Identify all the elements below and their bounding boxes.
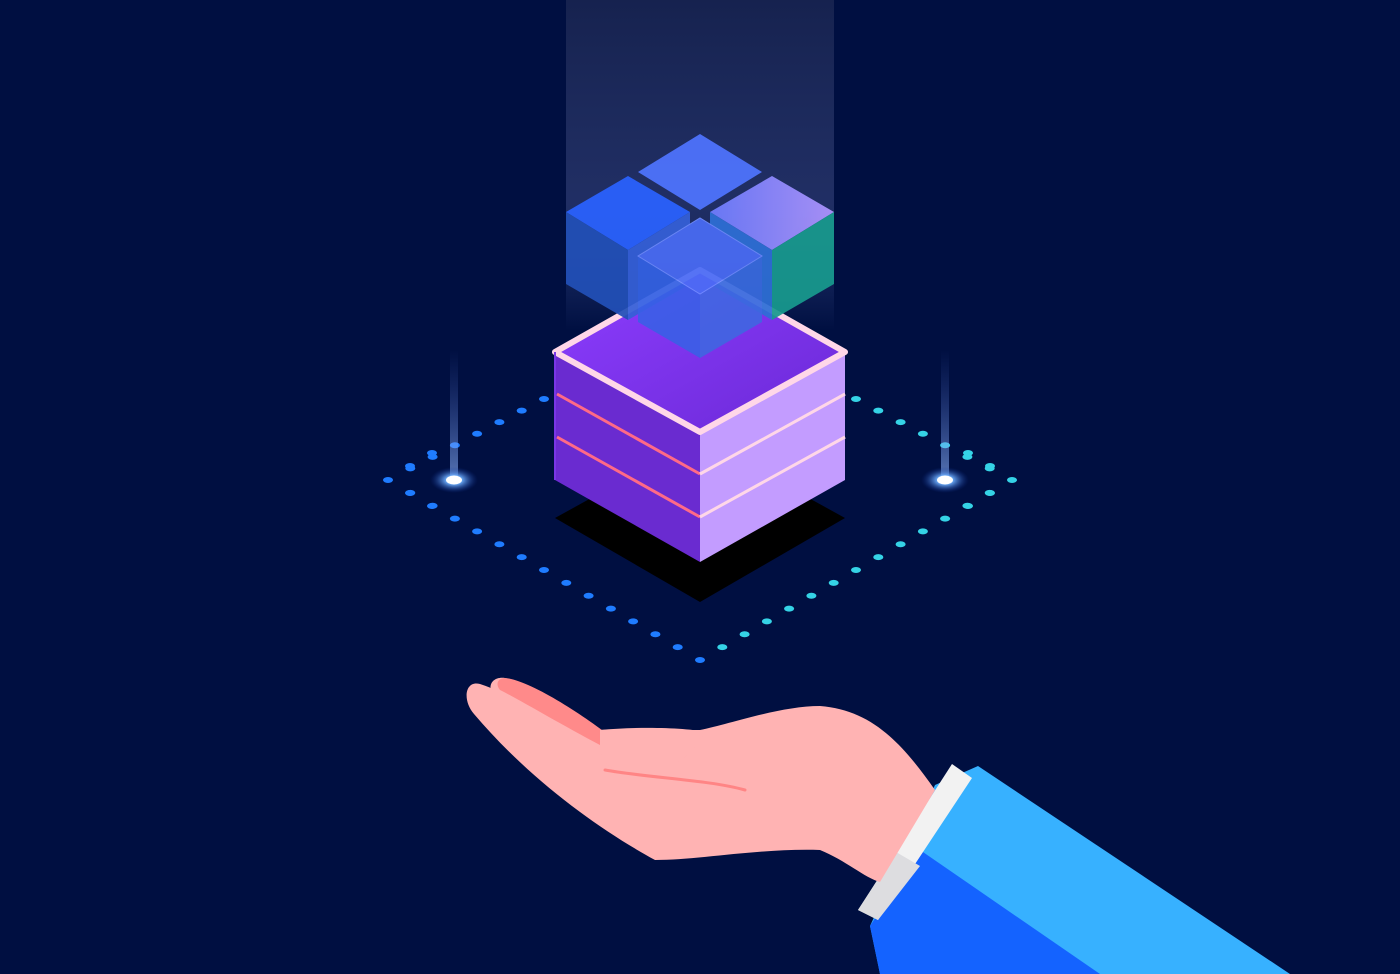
platform-dot bbox=[895, 419, 906, 426]
platform-dot bbox=[917, 528, 928, 535]
finger-shade bbox=[497, 678, 615, 745]
platform-dot bbox=[427, 450, 437, 456]
platform-dot bbox=[561, 579, 572, 586]
platform-dot bbox=[985, 490, 995, 496]
platform-dot bbox=[650, 631, 661, 638]
platform-dot bbox=[761, 618, 772, 625]
platform-dot bbox=[628, 618, 639, 625]
platform-dot bbox=[940, 515, 951, 522]
left-pillar bbox=[430, 350, 478, 493]
platform-dot bbox=[963, 503, 973, 509]
platform-dot bbox=[717, 644, 728, 651]
right-pillar bbox=[921, 350, 969, 493]
platform-dot bbox=[539, 567, 549, 573]
platform-dot bbox=[985, 463, 995, 469]
platform-dot bbox=[739, 631, 750, 638]
platform-dot bbox=[405, 463, 415, 469]
platform-dot bbox=[516, 554, 527, 561]
platform-dot bbox=[851, 396, 861, 402]
platform-dot bbox=[828, 579, 839, 586]
platform-dot bbox=[472, 430, 483, 437]
platform-dot bbox=[605, 605, 616, 612]
modular-blocks bbox=[566, 134, 834, 358]
platform-dot bbox=[695, 657, 705, 663]
platform-dot bbox=[873, 407, 884, 414]
platform-dot bbox=[494, 419, 505, 426]
platform-dot bbox=[472, 528, 483, 535]
platform-dot bbox=[917, 430, 928, 437]
platform-dot bbox=[963, 450, 973, 456]
platform-dot bbox=[383, 477, 393, 483]
platform-dot bbox=[895, 541, 906, 548]
palm-crease bbox=[603, 768, 747, 792]
platform-dot bbox=[583, 592, 594, 599]
platform-dot bbox=[806, 592, 817, 599]
sleeve-shade bbox=[870, 850, 1100, 974]
platform-dot bbox=[427, 503, 437, 509]
platform-dot bbox=[1007, 477, 1017, 483]
platform-dot bbox=[672, 644, 683, 651]
platform-dot bbox=[784, 605, 795, 612]
platform-dot bbox=[851, 567, 861, 573]
platform-dot bbox=[405, 490, 415, 496]
open-hand bbox=[466, 677, 1290, 974]
platform-dot bbox=[449, 515, 460, 522]
thumb bbox=[600, 727, 705, 773]
platform-dot bbox=[516, 407, 527, 414]
platform-dots bbox=[383, 396, 1017, 663]
platform-dot bbox=[873, 554, 884, 561]
platform-dot bbox=[494, 541, 505, 548]
platform-dot bbox=[539, 396, 549, 402]
